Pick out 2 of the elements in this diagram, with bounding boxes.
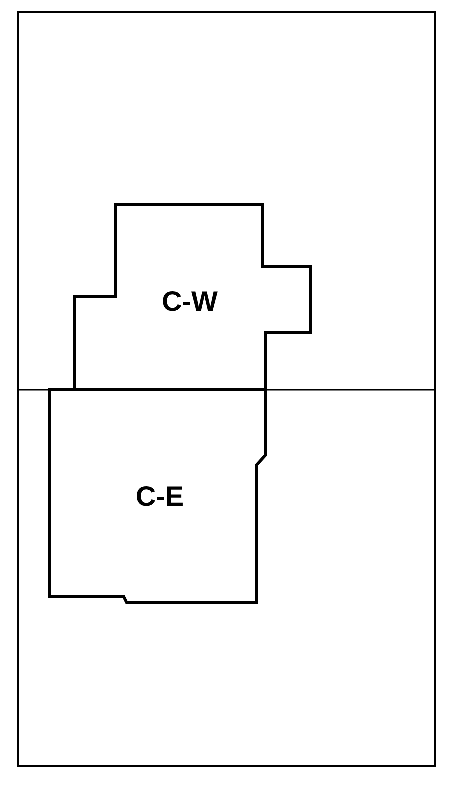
region-label: C-W [162, 286, 218, 318]
region-label: C-E [136, 481, 184, 513]
